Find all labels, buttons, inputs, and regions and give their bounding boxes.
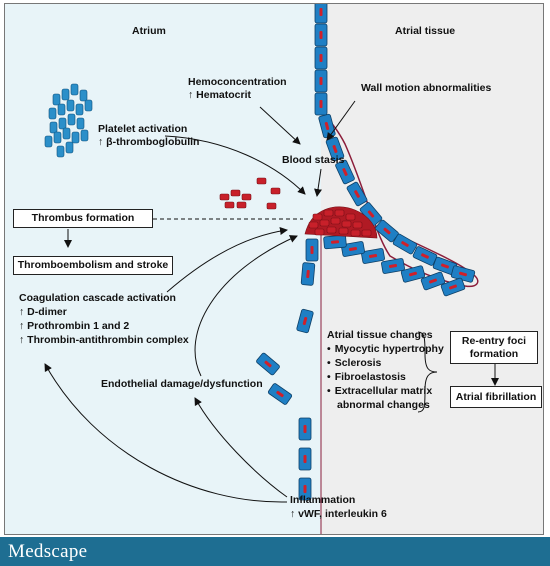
coagulation-item: ↑ Thrombin-antithrombin complex	[19, 334, 189, 346]
endothelial-cell	[400, 265, 426, 283]
coagulation-item: ↑ D-dimer	[19, 306, 67, 318]
reentry-line2: formation	[469, 347, 519, 360]
tissue-changes-title: Atrial tissue changes	[327, 329, 433, 341]
arrow-inflammation-endothelial	[194, 397, 288, 498]
endothelial-cell	[323, 234, 347, 250]
endothelial-cell	[305, 238, 319, 262]
reentry-box: Re-entry foci formation	[450, 331, 538, 364]
endothelial-cell	[412, 246, 438, 266]
arrow-wallmotion-stasis	[326, 100, 356, 141]
atrial-fibrillation-box: Atrial fibrillation	[450, 386, 542, 408]
figure-frame: Atrium Atrial tissue Hemoconcentration ↑…	[4, 3, 544, 535]
wall-motion-label: Wall motion abnormalities	[361, 82, 492, 94]
hemoconcentration-label: Hemoconcentration	[188, 76, 287, 88]
endothelial-cell	[298, 477, 312, 501]
endothelial-cell	[314, 92, 328, 116]
platelets	[44, 83, 93, 158]
vwf-label: ↑ vWF, interleukin 6	[290, 508, 387, 520]
beta-thromboglobulin-label: ↑ β-thromboglobulin	[98, 136, 200, 148]
platelet-activation-label: Platelet activation	[98, 123, 188, 135]
endothelial-cell	[346, 181, 368, 207]
endothelial-cell	[314, 46, 328, 70]
endothelial-cell	[300, 262, 316, 286]
tissue-change-item: Extracellular matrix	[327, 385, 432, 398]
endothelial-cell	[392, 233, 418, 255]
reentry-line1: Re-entry foci	[461, 334, 527, 347]
endothelial-cell	[256, 352, 280, 376]
arrow-coagulation-thrombus	[166, 227, 288, 293]
endothelial-cell	[318, 113, 336, 139]
endothelial-cell	[267, 383, 293, 405]
endothelial-cell	[381, 258, 405, 274]
arrow-hematocrit-stasis	[259, 106, 301, 145]
arrow-stasis-thrombus	[314, 168, 322, 197]
inflammation-label: Inflammation	[290, 494, 356, 506]
endothelial-cell	[341, 241, 365, 257]
red-blood-cells	[219, 177, 281, 210]
atrial-tissue-region	[321, 4, 543, 534]
medscape-logo: Medscape	[8, 541, 88, 562]
tissue-change-item: Fibroelastosis	[327, 371, 406, 384]
endothelial-cell	[361, 248, 385, 264]
coagulation-title: Coagulation cascade activation	[19, 292, 176, 304]
endothelial-label: Endothelial damage/dysfunction	[101, 378, 263, 390]
blood-stasis-label: Blood stasis	[282, 154, 345, 166]
endothelial-cell	[335, 159, 355, 185]
tissue-change-item: Sclerosis	[327, 357, 382, 370]
endothelial-cell	[298, 447, 312, 471]
atrium-label: Atrium	[132, 25, 166, 37]
arrow-platelet-thrombus	[164, 135, 306, 195]
endothelial-cell	[314, 4, 328, 24]
endothelial-cell	[314, 23, 328, 47]
thrombus	[304, 206, 378, 239]
tissue-change-item: Myocytic hypertrophy	[327, 343, 444, 356]
hematocrit-label: ↑ Hematocrit	[188, 89, 252, 101]
endothelial-cell	[296, 308, 314, 334]
arrow-endothelial-thrombus	[194, 235, 298, 377]
coagulation-item: ↑ Prothrombin 1 and 2	[19, 320, 130, 332]
diagram-art	[44, 4, 499, 534]
tissue-change-item-cont: abnormal changes	[337, 399, 430, 411]
endothelial-cell	[420, 271, 446, 291]
thromboembolism-box: Thromboembolism and stroke	[13, 256, 173, 275]
endothelial-cell	[298, 417, 312, 441]
footer-bar: Medscape	[0, 537, 550, 566]
endothelial-cell	[314, 69, 328, 93]
thrombus-formation-box: Thrombus formation	[13, 209, 153, 228]
atrial-tissue-label: Atrial tissue	[395, 25, 456, 37]
arrow-inflammation-coagulation	[44, 363, 288, 503]
endothelial-cell	[440, 277, 466, 297]
